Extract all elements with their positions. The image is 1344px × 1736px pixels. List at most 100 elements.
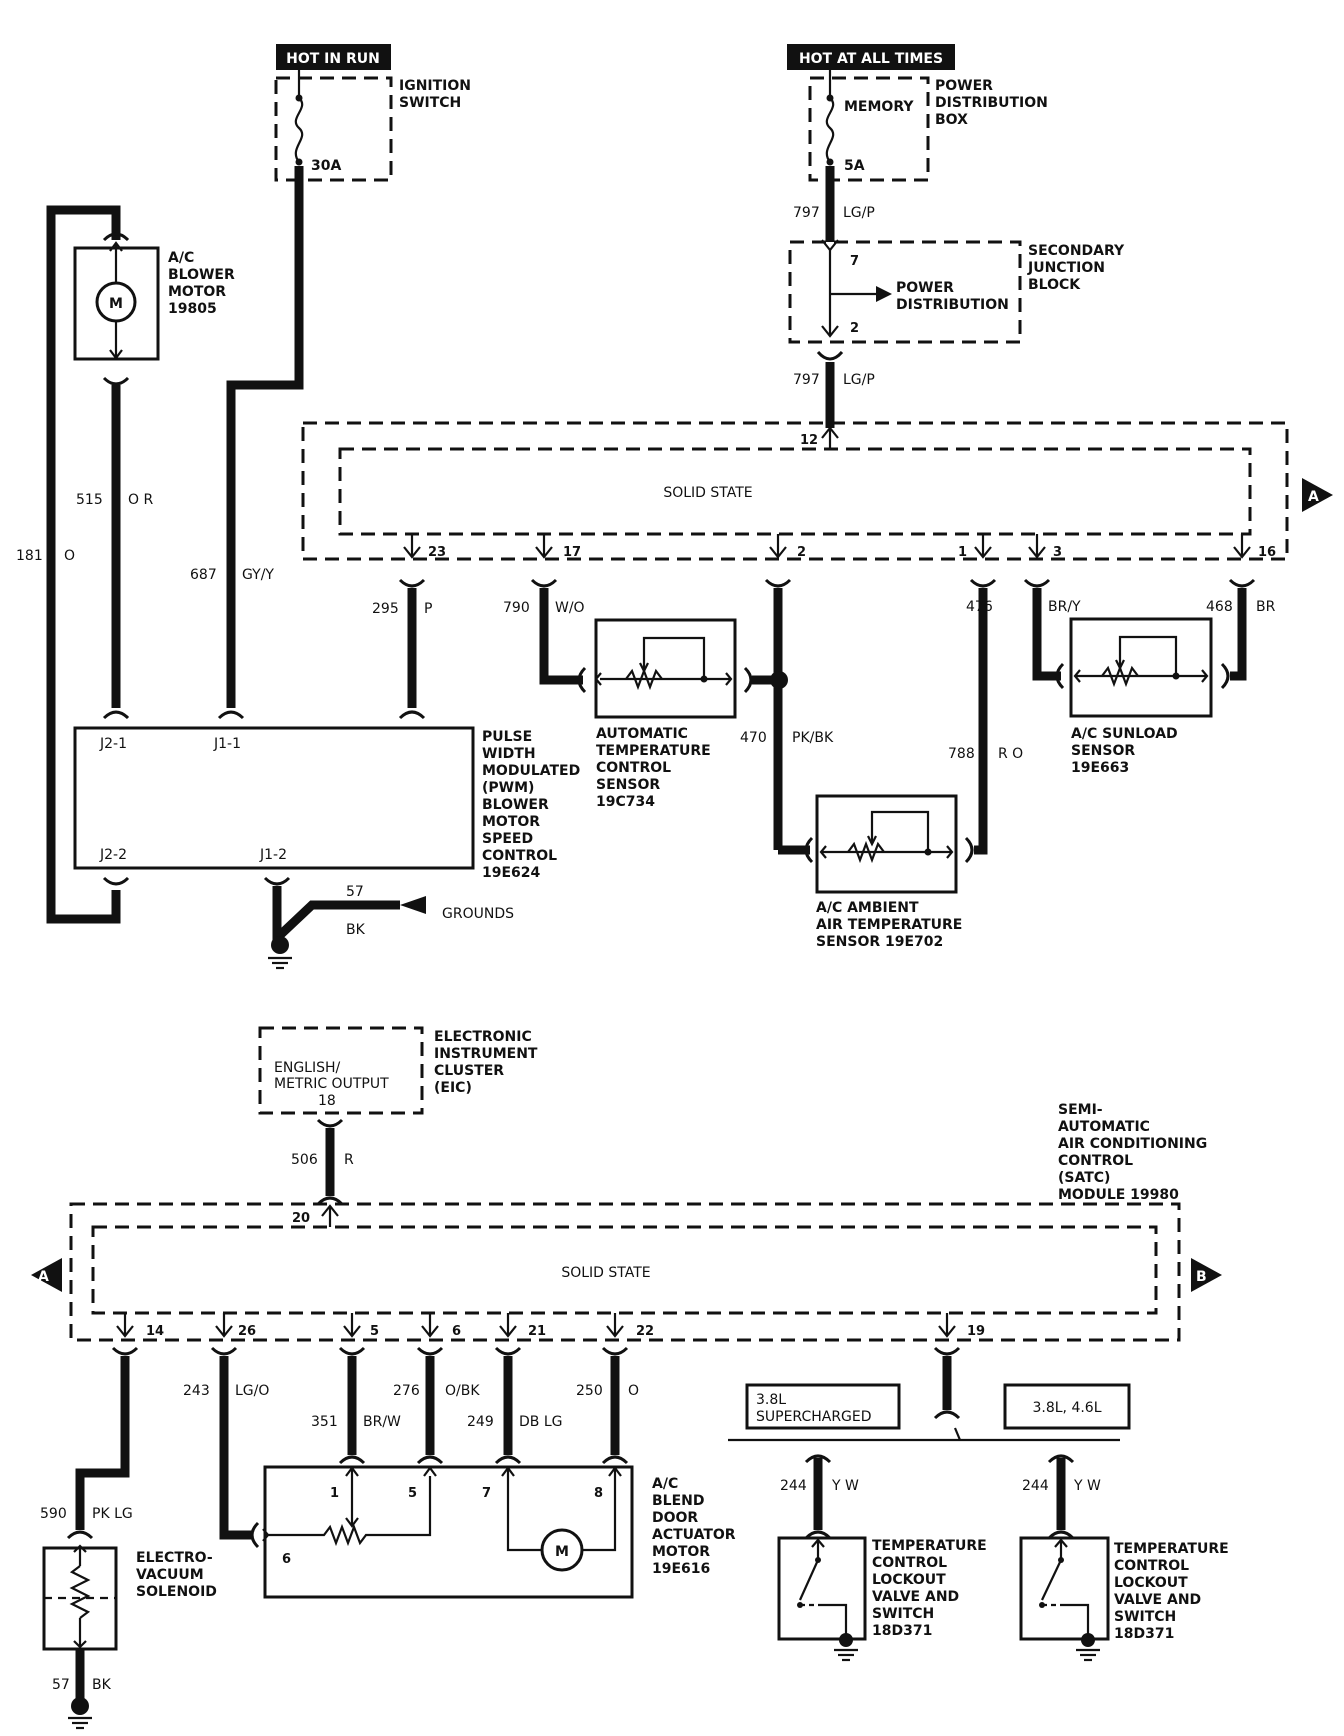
wire-243-color: LG/O xyxy=(235,1383,269,1399)
wire-506-number: 506 xyxy=(291,1152,318,1168)
wire-276-color: O/BK xyxy=(445,1383,480,1399)
ground-icon xyxy=(68,1697,92,1730)
svg-text:M: M xyxy=(555,1544,569,1560)
svg-text:SENSOR 19E702: SENSOR 19E702 xyxy=(816,934,943,950)
svg-text:18D371: 18D371 xyxy=(1114,1626,1174,1642)
wire-57b-color: BK xyxy=(92,1677,112,1693)
module-bottom: SOLID STATE 20 xyxy=(69,1202,1181,1342)
svg-text:A/C: A/C xyxy=(652,1476,678,1492)
svg-text:ENGLISH/: ENGLISH/ xyxy=(274,1060,341,1076)
svg-text:CONTROL: CONTROL xyxy=(1114,1558,1189,1574)
svg-text:SECONDARY: SECONDARY xyxy=(1028,243,1125,259)
svg-text:VALVE AND: VALVE AND xyxy=(872,1589,959,1605)
svg-text:12: 12 xyxy=(800,433,818,448)
pwm-blower-speed-control: J2-1 J1-1 J2-2 J1-2 PULSE WIDTH MODULATE… xyxy=(73,726,580,881)
svg-text:AUTOMATIC: AUTOMATIC xyxy=(1058,1119,1150,1135)
svg-text:8: 8 xyxy=(594,1486,603,1501)
svg-text:MODULE 19980: MODULE 19980 xyxy=(1058,1187,1179,1203)
svg-text:6: 6 xyxy=(452,1324,461,1339)
svg-text:METRIC OUTPUT: METRIC OUTPUT xyxy=(274,1076,389,1092)
svg-text:SWITCH: SWITCH xyxy=(1114,1609,1176,1625)
wire-244a-color: Y W xyxy=(831,1478,859,1494)
svg-text:16: 16 xyxy=(1258,545,1276,560)
wire-506-color: R xyxy=(344,1152,354,1168)
wire-797b-number: 797 xyxy=(793,372,820,388)
svg-text:A/C AMBIENT: A/C AMBIENT xyxy=(816,900,919,916)
svg-text:CONTROL: CONTROL xyxy=(872,1555,947,1571)
svg-text:ACTUATOR: ACTUATOR xyxy=(652,1527,736,1543)
svg-text:26: 26 xyxy=(238,1324,256,1339)
svg-text:19E624: 19E624 xyxy=(482,865,541,881)
svg-text:19E616: 19E616 xyxy=(652,1561,710,1577)
module-bottom-pins: 14 26 5 6 21 22 19 xyxy=(116,1313,985,1339)
svg-text:(SATC): (SATC) xyxy=(1058,1170,1110,1186)
svg-text:2: 2 xyxy=(850,321,859,336)
svg-text:5: 5 xyxy=(370,1324,379,1339)
blend-door-actuator-motor: M 1 5 7 8 6 A/C BLEND DOOR ACTUATOR MOTO… xyxy=(262,1465,736,1599)
satc-module-label: SEMI- AUTOMATIC AIR CONDITIONING CONTROL… xyxy=(1058,1102,1207,1203)
svg-text:3.8L: 3.8L xyxy=(756,1392,786,1408)
svg-text:MOTOR: MOTOR xyxy=(168,284,226,300)
wire-797-color: LG/P xyxy=(843,205,875,221)
wire-476-color: BR/Y xyxy=(1048,599,1081,615)
wire-276-number: 276 xyxy=(393,1383,420,1399)
wire-250-color: O xyxy=(628,1383,639,1399)
wire-788-color: R O xyxy=(998,746,1023,762)
wire-181-color: O xyxy=(64,548,75,564)
svg-text:MEMORY: MEMORY xyxy=(844,99,914,115)
svg-text:2: 2 xyxy=(797,545,806,560)
svg-text:CONTROL: CONTROL xyxy=(596,760,671,776)
svg-text:7: 7 xyxy=(482,1486,491,1501)
svg-text:TEMPERATURE: TEMPERATURE xyxy=(1114,1541,1229,1557)
wire-590-color: PK LG xyxy=(92,1506,133,1522)
svg-text:19805: 19805 xyxy=(168,301,217,317)
module-top-pins: 23 17 2 1 3 16 xyxy=(403,534,1276,560)
svg-text:BOX: BOX xyxy=(935,112,968,128)
svg-text:18: 18 xyxy=(318,1093,336,1109)
svg-text:POWER: POWER xyxy=(935,78,993,94)
svg-text:POWER: POWER xyxy=(896,280,954,296)
svg-text:A: A xyxy=(38,1269,49,1285)
wire-790-color: W/O xyxy=(555,600,585,616)
wire-243-number: 243 xyxy=(183,1383,210,1399)
svg-text:14: 14 xyxy=(146,1324,164,1339)
wire-788-number: 788 xyxy=(948,746,975,762)
svg-text:6: 6 xyxy=(282,1552,291,1567)
svg-text:VALVE AND: VALVE AND xyxy=(1114,1592,1201,1608)
blower-motor: M A/C BLOWER MOTOR 19805 xyxy=(73,241,235,361)
svg-text:SENSOR: SENSOR xyxy=(1071,743,1135,759)
connector-a-bottom-icon: A xyxy=(31,1258,62,1292)
svg-text:19C734: 19C734 xyxy=(596,794,655,810)
svg-text:22: 22 xyxy=(636,1324,654,1339)
svg-text:BLOCK: BLOCK xyxy=(1028,277,1081,293)
connector-b-icon: B xyxy=(1191,1258,1222,1292)
wire-797b-color: LG/P xyxy=(843,372,875,388)
ac-ambient-air-temperature-sensor: A/C AMBIENT AIR TEMPERATURE SENSOR 19E70… xyxy=(815,794,962,950)
wire-57b-number: 57 xyxy=(52,1677,70,1693)
svg-text:CONTROL: CONTROL xyxy=(1058,1153,1133,1169)
svg-text:30A: 30A xyxy=(311,158,341,174)
module-top: SOLID STATE 12 xyxy=(301,421,1289,561)
svg-text:AIR CONDITIONING: AIR CONDITIONING xyxy=(1058,1136,1207,1152)
svg-text:BLEND: BLEND xyxy=(652,1493,705,1509)
automatic-temperature-control-sensor: AUTOMATIC TEMPERATURE CONTROL SENSOR 19C… xyxy=(594,618,737,810)
svg-text:J2-1: J2-1 xyxy=(99,736,127,752)
secondary-junction-block: 7 2 POWER DISTRIBUTION SECONDARY JUNCTIO… xyxy=(788,239,1125,344)
wire-244a-number: 244 xyxy=(780,1478,807,1494)
svg-text:SWITCH: SWITCH xyxy=(399,95,461,111)
svg-text:LOCKOUT: LOCKOUT xyxy=(872,1572,946,1588)
svg-text:TEMPERATURE: TEMPERATURE xyxy=(596,743,711,759)
svg-text:18D371: 18D371 xyxy=(872,1623,932,1639)
wire-244b-color: Y W xyxy=(1073,1478,1101,1494)
svg-text:(PWM): (PWM) xyxy=(482,780,534,796)
svg-text:3.8L, 4.6L: 3.8L, 4.6L xyxy=(1032,1400,1101,1416)
grounds-label: GROUNDS xyxy=(442,906,514,922)
wire-797-number: 797 xyxy=(793,205,820,221)
svg-text:LOCKOUT: LOCKOUT xyxy=(1114,1575,1188,1591)
svg-text:J2-2: J2-2 xyxy=(99,847,127,863)
svg-text:J1-2: J1-2 xyxy=(259,847,287,863)
svg-text:J1-1: J1-1 xyxy=(213,736,241,752)
svg-text:BLOWER: BLOWER xyxy=(168,267,235,283)
wire-476-number: 476 xyxy=(966,599,993,615)
